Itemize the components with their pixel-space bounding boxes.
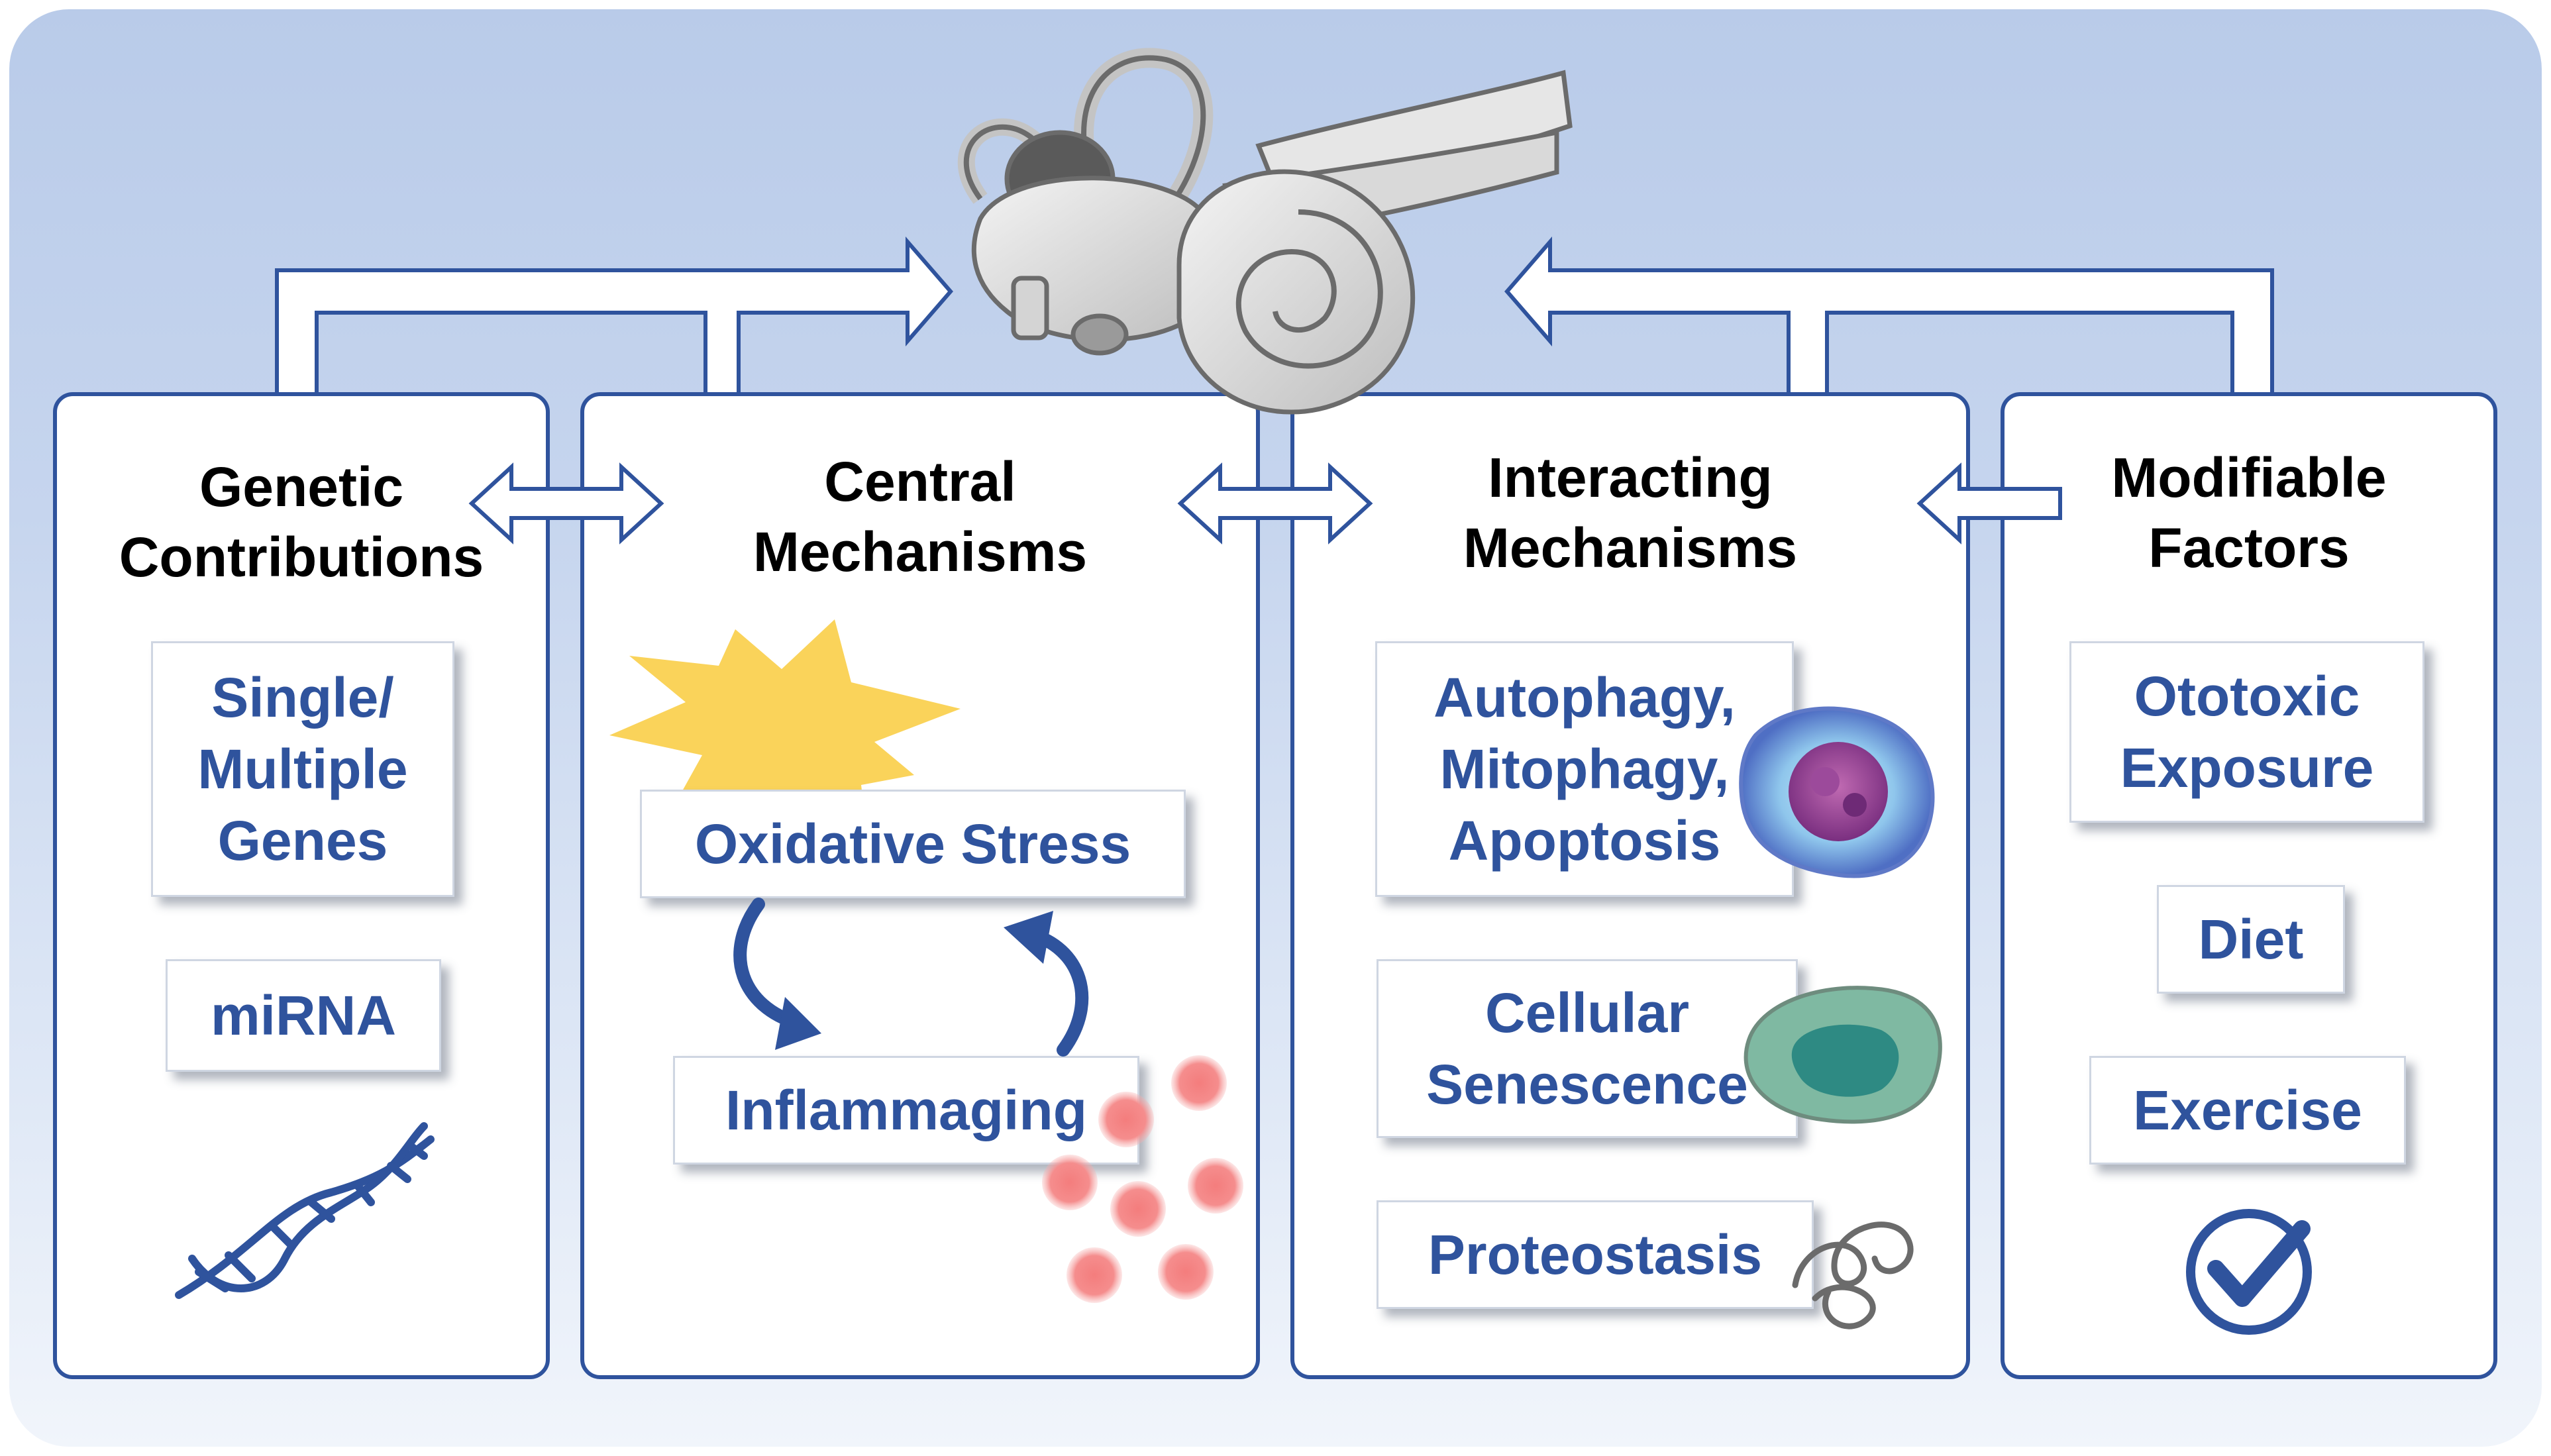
senescent-cell-icon: [1744, 986, 1942, 1124]
title-genetic: Genetic Contributions: [53, 452, 550, 592]
box-text: Proteostasis: [1428, 1223, 1763, 1286]
checkmark-icon: [2186, 1209, 2312, 1335]
cell-icon: [1739, 706, 1935, 878]
box-text: Autophagy,: [1433, 666, 1736, 729]
box-text: Senescence: [1426, 1053, 1748, 1116]
title-interacting: Interacting Mechanisms: [1290, 442, 1970, 583]
box-inflammaging: Inflammaging: [673, 1056, 1139, 1165]
dna-icon: [175, 1122, 435, 1299]
title-line: Modifiable: [2111, 446, 2387, 509]
box-text: Inflammaging: [725, 1079, 1088, 1141]
box-text: Mitophagy,: [1439, 738, 1730, 800]
box-text: Ototoxic: [2134, 665, 2360, 727]
title-line: Mechanisms: [1463, 517, 1798, 579]
title-line: Contributions: [119, 526, 484, 588]
box-single-multiple-genes: Single/ Multiple Genes: [151, 641, 454, 897]
arrow-to-ear-right: [1504, 236, 2274, 399]
box-autophagy-mitophagy-apoptosis: Autophagy, Mitophagy, Apoptosis: [1375, 641, 1794, 897]
box-text: Diet: [2198, 908, 2304, 970]
box-cellular-senescence: Cellular Senescence: [1377, 959, 1798, 1138]
inflammation-dots-icon: [1042, 1055, 1243, 1303]
box-diet: Diet: [2157, 885, 2345, 994]
double-arrow-central-interacting: [1177, 462, 1373, 545]
box-text: Apoptosis: [1448, 809, 1721, 872]
box-mirna: miRNA: [166, 959, 441, 1072]
arrowhead-up: [1004, 911, 1053, 964]
title-line: Factors: [2148, 517, 2350, 579]
box-text: miRNA: [210, 984, 396, 1047]
box-text: Multiple: [197, 738, 408, 800]
box-proteostasis: Proteostasis: [1377, 1200, 1814, 1309]
title-central: Central Mechanisms: [580, 446, 1260, 587]
arrow-to-ear-left: [275, 236, 953, 399]
inner-ear-icon: [957, 48, 1573, 415]
box-ototoxic-exposure: Ototoxic Exposure: [2069, 641, 2424, 823]
title-line: Mechanisms: [753, 521, 1088, 583]
box-text: Cellular: [1484, 982, 1690, 1044]
curved-arrow-down-icon: [733, 898, 805, 1030]
title-line: Genetic: [199, 456, 404, 518]
box-text: Exposure: [2120, 737, 2374, 799]
box-exercise: Exercise: [2089, 1056, 2406, 1165]
box-text: Oxidative Stress: [694, 813, 1131, 875]
double-arrow-genetic-central: [468, 462, 664, 545]
arrow-modifiable-to-interacting: [1916, 462, 2062, 545]
box-text: Exercise: [2133, 1079, 2362, 1141]
title-line: Central: [824, 450, 1016, 513]
box-text: Single/: [211, 666, 394, 729]
arrowhead-down: [775, 997, 821, 1050]
title-line: Interacting: [1488, 446, 1773, 509]
box-oxidative-stress: Oxidative Stress: [640, 790, 1186, 898]
protein-aggregate-icon: [1792, 1222, 1914, 1329]
box-text: Genes: [217, 809, 388, 872]
title-modifiable: Modifiable Factors: [2001, 442, 2497, 583]
